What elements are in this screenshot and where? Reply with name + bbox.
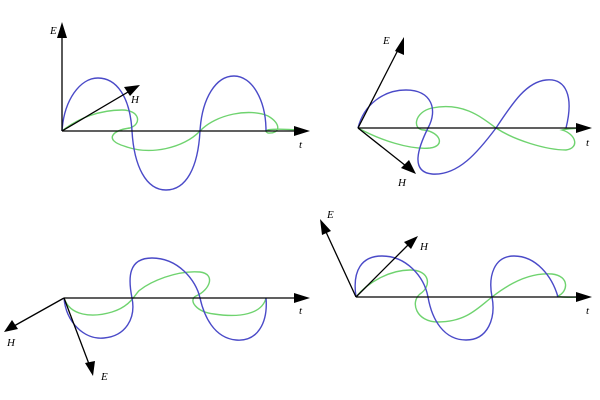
panel-3: H E t <box>4 257 310 383</box>
panel-2-t-axis <box>358 123 592 133</box>
panel-2-h-wave-line <box>357 106 591 151</box>
panel-4-e-wave-line <box>354 255 559 341</box>
panel-1-e-axis <box>57 22 67 131</box>
panel-2-h-axis <box>357 127 416 174</box>
panel-4-t-axis <box>356 292 592 302</box>
panel-2-e-axis <box>357 37 404 129</box>
panel-1-h-label: H <box>130 94 140 106</box>
panel-4-t-label: t <box>586 305 590 317</box>
panel-3-e-wave <box>63 257 267 341</box>
panel-4-e-wave <box>354 255 559 341</box>
panel-4-e-label: E <box>326 209 334 221</box>
panel-2-h-wave <box>357 106 591 151</box>
panel-3-t-label: t <box>299 305 303 317</box>
panel-1-e-label: E <box>49 25 57 37</box>
panel-2-h-label: H <box>397 177 407 189</box>
panel-3-h-axis <box>4 297 65 332</box>
panel-4: E H t <box>320 209 592 341</box>
panel-3-t-axis <box>64 293 310 303</box>
panel-1-t-axis <box>62 126 310 136</box>
panel-3-e-wave-line <box>63 257 267 341</box>
panel-4-h-wave-line <box>355 269 585 323</box>
panel-4-e-axis <box>320 219 357 298</box>
panel-3-e-label: E <box>100 371 108 383</box>
panel-3-e-axis <box>63 297 95 376</box>
panel-2: E H t <box>357 35 592 189</box>
panel-3-h-wave <box>63 271 267 317</box>
panel-1-h-wave-line <box>61 109 301 152</box>
panel-2-e-wave-line <box>357 79 570 175</box>
panel-1-h-axis <box>61 85 140 132</box>
panel-2-e-wave <box>357 79 570 175</box>
panel-2-e-label: E <box>382 35 390 47</box>
panel-1-t-label: t <box>299 139 303 151</box>
panel-1-h-wave <box>61 109 301 152</box>
panel-2-t-label: t <box>586 137 590 149</box>
panel-1: E H t <box>49 22 310 191</box>
panel-1-e-wave-line <box>61 75 267 191</box>
panel-3-h-label: H <box>6 337 16 349</box>
panel-3-h-wave-line <box>63 271 267 317</box>
panel-4-h-label: H <box>419 241 429 253</box>
panel-1-e-wave <box>61 75 267 191</box>
panel-4-h-axis <box>355 236 418 298</box>
panel-4-h-wave <box>355 269 585 323</box>
